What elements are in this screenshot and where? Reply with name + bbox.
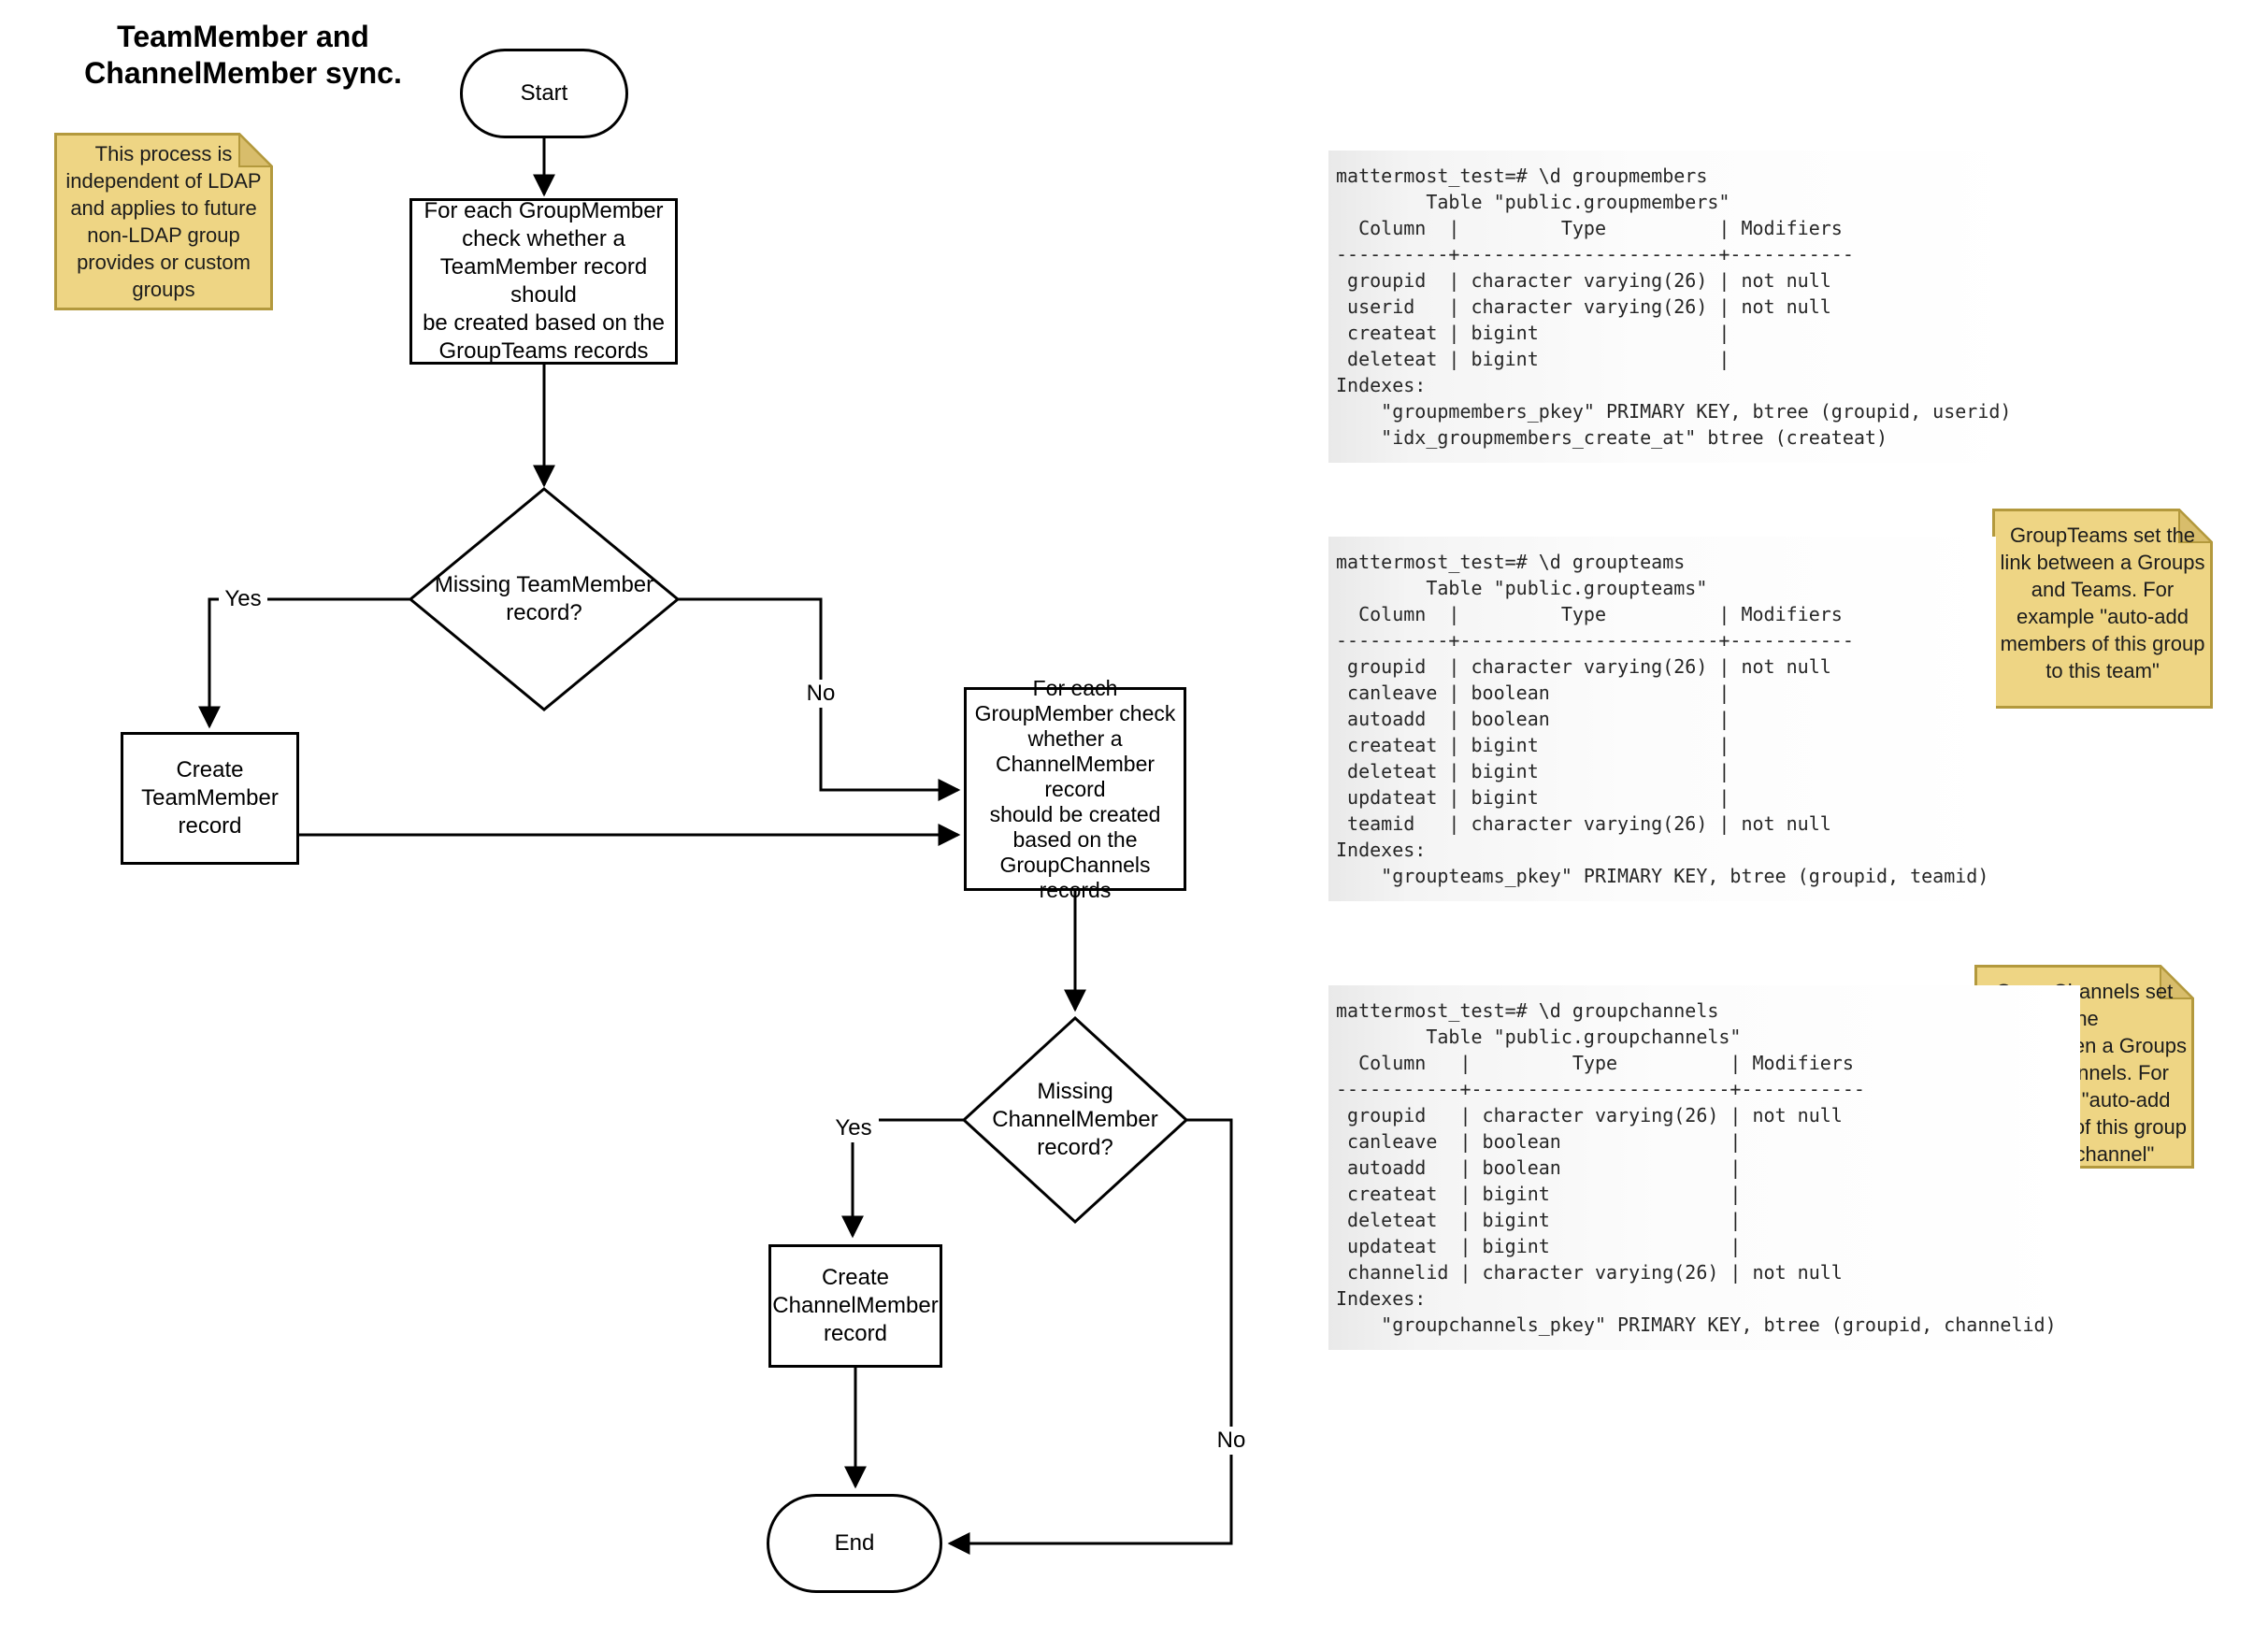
terminal-groupchannels: mattermost_test=# \d groupchannels Table… bbox=[1328, 985, 2080, 1350]
flow-decision-missing-teammember-label: Missing TeamMember record? bbox=[434, 572, 654, 625]
flow-end-node: End bbox=[767, 1494, 942, 1593]
terminal-groupmembers: mattermost_test=# \d groupmembers Table … bbox=[1328, 151, 2024, 463]
flow-box-create-teammember: Create TeamMember record bbox=[121, 732, 299, 865]
note-text: This process is independent of LDAP and … bbox=[65, 142, 262, 301]
note-fold bbox=[238, 133, 273, 167]
edge-label-yes-1: Yes bbox=[219, 585, 267, 613]
edge-yes-to-create-teammember bbox=[198, 597, 410, 729]
edge-label-no-1: No bbox=[798, 680, 843, 708]
edge-label-no-2: No bbox=[1210, 1427, 1253, 1455]
note-text: GroupTeams set the link between a Groups… bbox=[2000, 524, 2205, 682]
edge-label-yes-2: Yes bbox=[828, 1114, 879, 1142]
sticky-note-ldap: This process is independent of LDAP and … bbox=[54, 133, 273, 310]
page-title: TeamMember and ChannelMember sync. bbox=[84, 20, 402, 90]
note-shape bbox=[54, 133, 273, 310]
decision-missing-teammember-shape bbox=[408, 487, 681, 711]
sticky-note-groupteams: GroupTeams set the link between a Groups… bbox=[1992, 509, 2213, 709]
decision-missing-channelmember-shape bbox=[961, 1015, 1189, 1225]
flow-start-node: Start bbox=[460, 49, 628, 138]
note-fold bbox=[2178, 509, 2213, 543]
flow-box-check-channelmember: For each GroupMember check whether a Cha… bbox=[964, 676, 1186, 902]
flow-box-check-teammember: For each GroupMember check whether a Tea… bbox=[409, 198, 678, 365]
flow-box-create-channelmember: Create ChannelMember record bbox=[768, 1244, 942, 1368]
note-fold bbox=[2160, 965, 2194, 999]
flow-decision-missing-channelmember-label: Missing ChannelMember record? bbox=[992, 1079, 1158, 1160]
terminal-groupteams: mattermost_test=# \d groupteams Table "p… bbox=[1328, 537, 1996, 901]
edge-no-to-end bbox=[947, 1118, 1233, 1555]
